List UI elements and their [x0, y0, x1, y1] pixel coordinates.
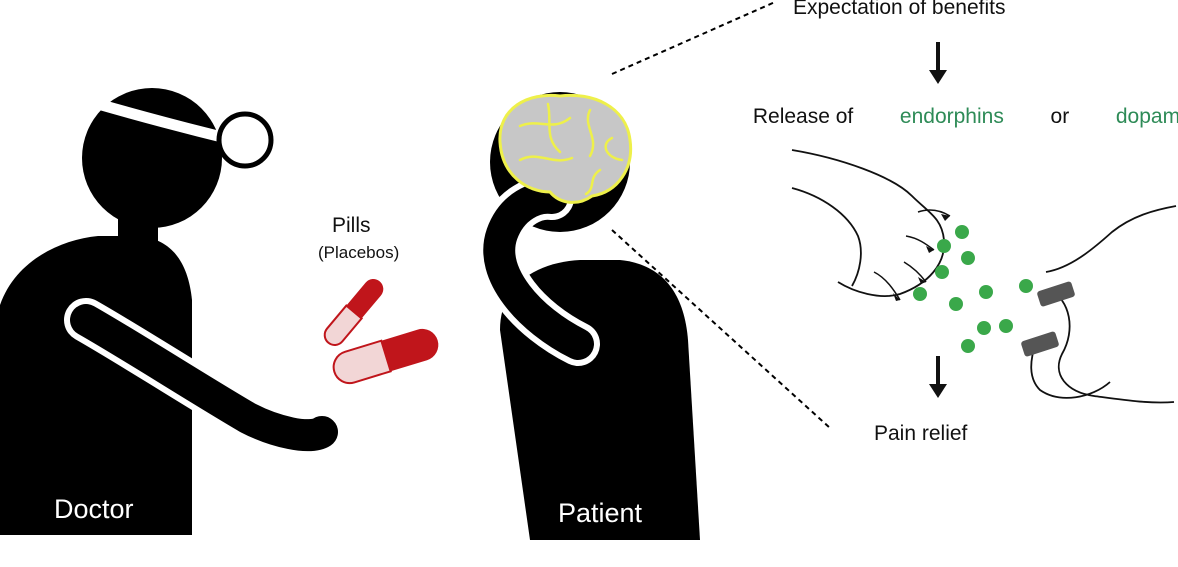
patient-arm	[483, 181, 594, 360]
down-arrow-icon	[929, 356, 947, 398]
pain-relief-label: Pain relief	[874, 422, 968, 445]
placebos-label: (Placebos)	[318, 243, 399, 262]
release-arrows	[873, 209, 951, 301]
or-label: or	[1045, 105, 1075, 128]
presynaptic-neuron	[791, 149, 945, 297]
patient-figure: Patient	[477, 92, 700, 540]
brain-icon	[498, 93, 633, 204]
dopamine-label: dopamine	[1116, 105, 1178, 128]
expectation-label: Expectation of benefits	[793, 0, 1005, 19]
stethoscope-icon	[206, 189, 225, 342]
zoom-lines	[611, 1, 831, 429]
doctor-figure: Doctor	[0, 88, 344, 535]
patient-label: Patient	[558, 498, 643, 528]
down-arrow-icon	[929, 42, 947, 84]
process-flow: Expectation of benefits Release of endor…	[712, 0, 1178, 445]
release-prefix: Release of	[753, 105, 859, 128]
small-pill	[323, 279, 384, 346]
doctor-body	[0, 236, 192, 535]
pills-label: Pills	[332, 214, 371, 237]
release-label: Release of endorphins or dopamine	[712, 105, 1178, 128]
synapse-illustration	[791, 149, 1177, 404]
postsynaptic-neuron	[1045, 205, 1177, 273]
large-pill	[332, 328, 439, 385]
neurotransmitter-dots	[913, 225, 1033, 353]
doctor-label: Doctor	[54, 494, 134, 524]
head-mirror-icon	[216, 111, 274, 169]
pills-group: Pills (Placebos)	[318, 214, 439, 385]
receptors	[1021, 281, 1075, 357]
endorphins-label: endorphins	[900, 105, 1004, 128]
doctor-arm	[70, 304, 338, 452]
